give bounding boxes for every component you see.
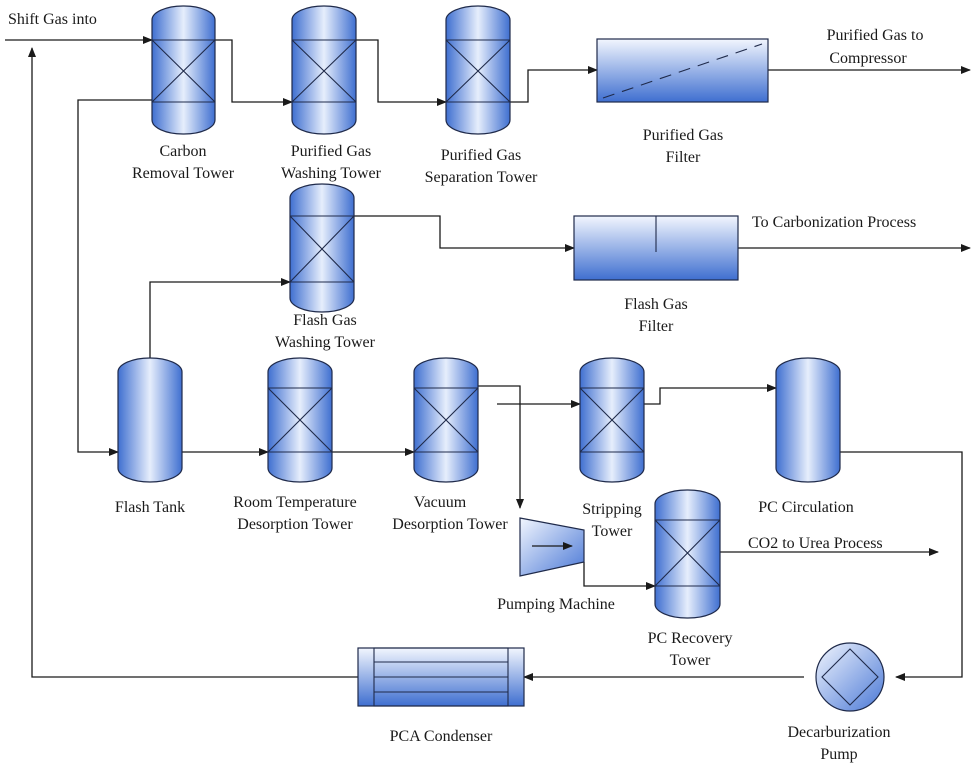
stripping-tower: [579, 357, 645, 483]
purified-gas-washing-tower: [291, 5, 357, 135]
compressor-label: Compressor: [829, 50, 907, 67]
vacuum-to-pump-line: [478, 385, 524, 509]
purified-gas-filter: [596, 38, 769, 103]
purified-gas-filter-label-1: Purified Gas: [643, 127, 723, 144]
room-temp-label-1: Room Temperature: [233, 494, 356, 511]
pc-circulation-to-pump-line: [840, 451, 963, 681]
pump-to-pc-recovery-line: [583, 562, 656, 590]
flash-gas-washing-tower: [289, 183, 355, 313]
purified-gas-filter-label-2: Filter: [666, 149, 701, 166]
decarburization-pump: [815, 642, 885, 712]
to-carbonization-label: To Carbonization Process: [752, 214, 916, 231]
separation-tower-label-2: Separation Tower: [425, 169, 538, 186]
flash-gas-filter-label-2: Filter: [639, 318, 674, 335]
flow-lines: [5, 36, 971, 681]
shift-gas-label: Shift Gas into: [8, 11, 97, 28]
pc-circulation-tank: [775, 357, 841, 483]
carbon-removal-tower: [151, 5, 216, 135]
decarburization-label-2: Pump: [820, 746, 857, 763]
washing-tower-label-2: Washing Tower: [281, 165, 382, 182]
flash-gas-filter-label-1: Flash Gas: [624, 296, 688, 313]
washing-tower-label-1: Purified Gas: [291, 143, 371, 160]
room-temp-label-2: Desorption Tower: [237, 516, 353, 533]
carbon-to-washing-line: [215, 39, 293, 106]
pumping-machine-label: Pumping Machine: [497, 596, 615, 613]
pc-recovery-label-1: PC Recovery: [648, 630, 733, 647]
flash-tank-to-washing-line: [149, 278, 291, 358]
flash-washing-label-2: Washing Tower: [275, 334, 376, 351]
separation-to-filter-line: [510, 66, 598, 103]
pumping-machine: [519, 517, 585, 577]
vacuum-label-2: Desorption Tower: [392, 516, 508, 533]
flash-gas-filter: [573, 215, 739, 281]
carbon-to-flash-tank-line: [77, 99, 152, 456]
co2-urea-label: CO2 to Urea Process: [748, 535, 883, 552]
vacuum-label-1: Vacuum: [414, 494, 467, 511]
washing-to-separation-line: [356, 39, 447, 106]
flash-washing-to-filter-line: [354, 215, 575, 252]
return-to-inlet-line: [28, 47, 358, 678]
flash-tank: [117, 357, 183, 483]
vacuum-desorption-tower: [413, 357, 479, 483]
stripping-label-1: Stripping: [582, 501, 642, 518]
pc-recovery-label-2: Tower: [670, 652, 711, 669]
labels: Shift Gas into Purified Gas to Compresso…: [8, 11, 923, 763]
pca-condenser-label: PCA Condenser: [390, 728, 493, 745]
decarburization-label-1: Decarburization: [787, 724, 890, 741]
pca-condenser: [357, 647, 525, 707]
flash-washing-label-1: Flash Gas: [293, 312, 357, 329]
stripping-to-pc-circulation-line: [644, 384, 777, 405]
purified-gas-to-label: Purified Gas to: [827, 27, 924, 44]
carbon-removal-label-2: Removal Tower: [132, 165, 235, 182]
stripping-label-2: Tower: [592, 523, 633, 540]
pc-recovery-tower: [654, 489, 721, 619]
room-temperature-desorption-tower: [267, 357, 333, 483]
pc-circulation-label: PC Circulation: [758, 499, 854, 516]
carbon-removal-label-1: Carbon: [159, 143, 206, 160]
flash-tank-label: Flash Tank: [115, 499, 185, 516]
separation-tower-label-1: Purified Gas: [441, 147, 521, 164]
purified-gas-separation-tower: [445, 5, 511, 135]
